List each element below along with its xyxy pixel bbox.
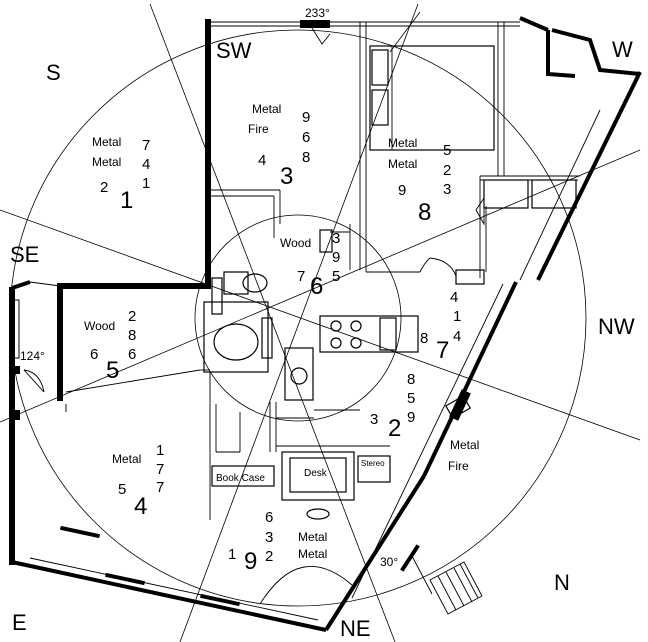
svg-text:Metal: Metal	[450, 438, 479, 452]
desk-label: Desk	[304, 468, 328, 479]
desk	[281, 451, 355, 501]
svg-text:8: 8	[302, 149, 310, 166]
svg-text:9: 9	[398, 182, 406, 199]
svg-text:2: 2	[443, 162, 451, 179]
svg-text:2: 2	[388, 415, 401, 442]
svg-text:4: 4	[142, 156, 150, 173]
bookcase-label: Book Case	[216, 473, 265, 484]
svg-text:3: 3	[370, 411, 378, 428]
svg-text:2: 2	[100, 179, 108, 196]
svg-text:Metal: Metal	[112, 452, 141, 466]
svg-text:Metal: Metal	[252, 102, 281, 116]
sector-north: Metal Fire	[448, 438, 479, 473]
svg-text:6: 6	[302, 129, 310, 146]
svg-text:5: 5	[118, 481, 126, 498]
svg-text:5: 5	[443, 142, 451, 159]
svg-text:3: 3	[265, 529, 273, 546]
svg-text:4: 4	[450, 289, 458, 306]
svg-text:1: 1	[156, 442, 164, 459]
inner-compass-circle	[194, 214, 402, 422]
exterior-walls	[9, 16, 642, 632]
svg-text:9: 9	[244, 548, 257, 575]
svg-text:Wood: Wood	[280, 236, 311, 250]
svg-text:7: 7	[142, 137, 150, 154]
svg-text:Metal: Metal	[388, 136, 417, 150]
fixtures	[203, 179, 577, 401]
svg-text:Metal: Metal	[298, 547, 327, 561]
svg-text:5: 5	[332, 268, 340, 285]
svg-text:3: 3	[443, 181, 451, 198]
sector-southeast: Wood 2 8 6 6 5	[84, 308, 136, 384]
compass-nw: NW	[598, 314, 635, 339]
svg-text:1: 1	[453, 308, 461, 325]
interior-walls	[65, 22, 580, 520]
rug-oval	[306, 508, 330, 520]
svg-text:7: 7	[156, 479, 164, 496]
svg-text:7: 7	[297, 268, 305, 285]
svg-text:8: 8	[418, 199, 431, 226]
sector-southwest: Metal Fire 9 6 8 4 3	[248, 102, 310, 190]
svg-text:6: 6	[310, 273, 323, 300]
svg-text:Fire: Fire	[248, 122, 269, 136]
svg-text:2: 2	[128, 308, 136, 325]
svg-text:9: 9	[407, 409, 415, 426]
exterior-steps	[411, 395, 483, 615]
svg-text:8: 8	[420, 330, 428, 347]
svg-text:2: 2	[265, 548, 273, 565]
svg-text:6: 6	[90, 346, 98, 363]
degree-top: 233°	[305, 6, 330, 20]
sector-northeast: Metal Metal 6 3 2 1 9	[228, 509, 327, 575]
sector-center: Wood 3 9 5 7 6	[280, 230, 340, 300]
degree-left: 124°	[20, 349, 45, 363]
sector-east: Metal 1 7 7 5 4	[112, 442, 164, 520]
stereo-label: Stereo	[361, 459, 385, 468]
bed	[369, 45, 495, 151]
svg-text:3: 3	[280, 163, 293, 190]
svg-text:4: 4	[453, 328, 461, 345]
svg-text:1: 1	[142, 175, 150, 192]
svg-text:4: 4	[258, 152, 266, 169]
sector-north-mid: 8 5 9 3 2	[370, 371, 415, 442]
svg-text:Metal: Metal	[92, 135, 121, 149]
sector-west: Metal Metal 5 2 3 9 8	[388, 136, 451, 226]
door-swings	[23, 27, 485, 605]
svg-text:9: 9	[332, 249, 340, 266]
svg-text:7: 7	[156, 461, 164, 478]
sector-northwest: 4 1 4 8 7	[420, 289, 461, 364]
svg-text:5: 5	[407, 390, 415, 407]
compass-se: SE	[10, 242, 39, 267]
svg-text:6: 6	[265, 509, 273, 526]
window-marks	[13, 20, 471, 607]
svg-text:1: 1	[228, 546, 236, 563]
compass-w: W	[612, 37, 633, 62]
degree-bottom: 30°	[380, 555, 398, 569]
compass-e: E	[12, 610, 27, 635]
compass-ne: NE	[340, 616, 371, 641]
svg-text:8: 8	[407, 371, 415, 388]
svg-text:Metal: Metal	[388, 157, 417, 171]
svg-text:9: 9	[302, 109, 310, 126]
compass-sw: SW	[216, 38, 252, 63]
sector-south: Metal Metal 7 4 1 2 1	[92, 135, 150, 214]
svg-text:Metal: Metal	[298, 530, 327, 544]
svg-text:1: 1	[120, 187, 133, 214]
bookcase	[211, 465, 275, 487]
svg-text:6: 6	[128, 346, 136, 363]
svg-text:4: 4	[134, 493, 147, 520]
svg-text:8: 8	[128, 327, 136, 344]
svg-text:5: 5	[106, 357, 119, 384]
svg-text:Metal: Metal	[92, 155, 121, 169]
compass-n: N	[554, 570, 570, 595]
svg-text:Fire: Fire	[448, 459, 469, 473]
compass-s: S	[46, 60, 61, 85]
svg-text:Wood: Wood	[84, 319, 115, 333]
svg-text:3: 3	[332, 230, 340, 247]
stereo	[357, 455, 391, 483]
svg-text:7: 7	[436, 337, 449, 364]
